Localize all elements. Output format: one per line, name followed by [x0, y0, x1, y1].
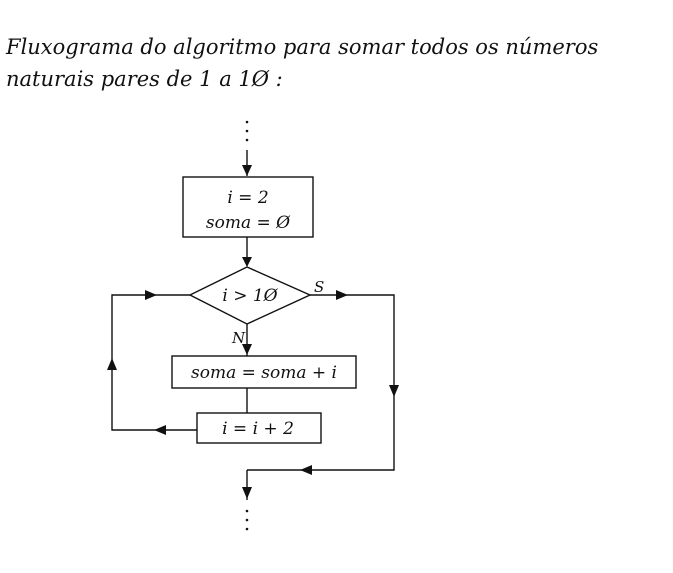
entry-dots [245, 120, 249, 142]
increment-text: i = i + 2 [222, 419, 294, 439]
yes-label: S [314, 278, 324, 296]
no-label: N [231, 329, 246, 347]
title-line-1: Fluxograma do algoritmo para somar todos… [5, 35, 598, 59]
yes-branch-line [247, 294, 395, 471]
decision-text: i > 1Ø [222, 286, 278, 306]
no-arrow-icon [242, 344, 252, 355]
init-text-soma: soma = Ø [206, 213, 291, 233]
exit-arrow-icon [242, 487, 252, 499]
loop-arrow-up-icon [107, 358, 117, 370]
entry-arrow-icon [242, 165, 252, 176]
yes-arrow-left-icon [300, 465, 312, 475]
init-text-i: i = 2 [227, 188, 268, 208]
title-line-2: naturais pares de 1 a 1Ø : [6, 67, 283, 91]
accumulate-box [171, 355, 357, 389]
accumulate-text: soma = soma + i [191, 363, 337, 383]
exit-dots [245, 509, 249, 531]
loop-arrow-left-icon [154, 425, 166, 435]
init-box [182, 176, 314, 238]
loop-arrow-right-icon [145, 290, 157, 300]
yes-arrow-right-icon [336, 290, 348, 300]
decision-entry-arrow-icon [242, 257, 252, 267]
increment-box [196, 412, 322, 444]
yes-arrow-down-icon [389, 385, 399, 397]
